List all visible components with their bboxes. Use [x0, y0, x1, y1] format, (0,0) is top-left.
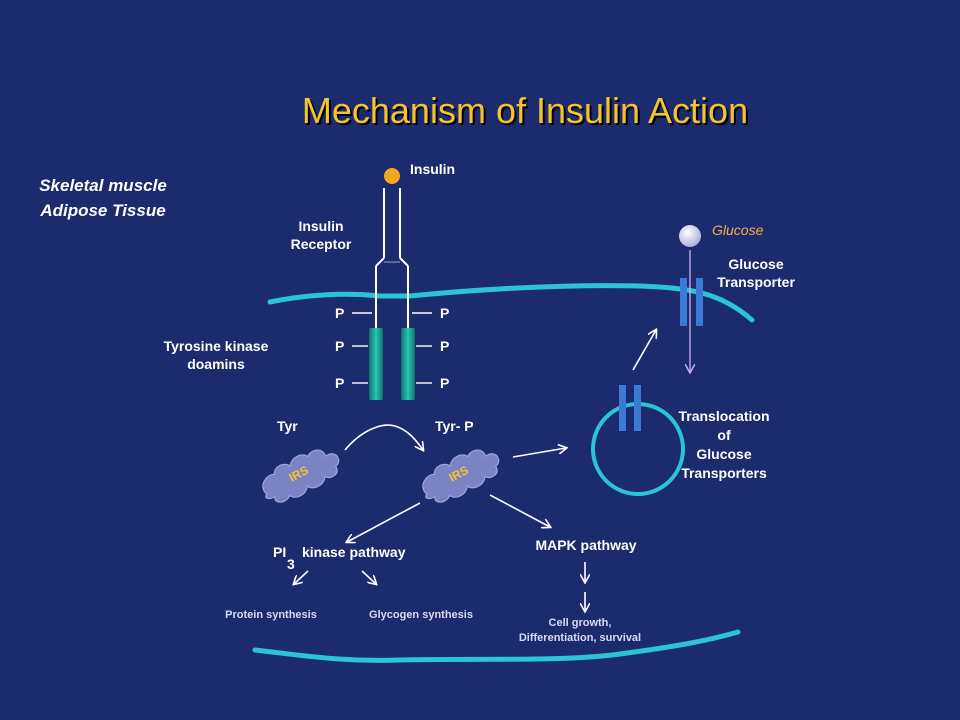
glucose-label: Glucose	[712, 222, 764, 238]
vesicle-transporter-left-bar	[619, 385, 626, 431]
phosphate-label: P	[335, 305, 344, 321]
arrow-to-pi3k	[347, 502, 421, 542]
insulin-label: Insulin	[410, 161, 455, 177]
insulin-receptor-label-line2: Receptor	[291, 236, 352, 252]
phosphate-label: P	[335, 338, 344, 354]
irs-protein-left: IRS	[262, 449, 340, 503]
cell-growth-label-line2: Differentiation, survival	[519, 632, 641, 644]
phosphate-label: P	[335, 375, 344, 391]
protein-synthesis-label: Protein synthesis	[225, 609, 317, 621]
phosphorylation-arrow	[344, 424, 423, 450]
pi3k-label-pathway: kinase pathway	[302, 544, 406, 560]
phosphate-label: P	[440, 338, 449, 354]
translocation-label-line4: Transporters	[681, 465, 767, 481]
tyrosine-kinase-label-line2: doamins	[187, 356, 245, 372]
mapk-pathway-label: MAPK pathway	[535, 537, 636, 553]
glucose-transporter-right-bar	[696, 278, 703, 326]
irs-protein-right: IRS	[422, 449, 500, 503]
cell-growth-label-line1: Cell growth,	[549, 617, 612, 629]
glucose-molecule-icon	[679, 225, 701, 247]
vesicle-transporter-right-bar	[634, 385, 641, 431]
glycogen-synthesis-label: Glycogen synthesis	[369, 609, 473, 621]
arrow-to-mapk	[489, 494, 550, 527]
translocation-label-line3: Glucose	[696, 446, 751, 462]
kinase-domain-left	[369, 328, 383, 400]
tyrosine-kinase-label-line1: Tyrosine kinase	[164, 338, 269, 354]
phosphate-label: P	[440, 375, 449, 391]
pi3k-label-pi: PI	[273, 544, 286, 560]
glucose-transporter-label-line2: Transporter	[717, 274, 795, 290]
tyr-p-label: Tyr- P	[435, 418, 474, 434]
kinase-domain-right	[401, 328, 415, 400]
arrow-to-translocation	[512, 448, 566, 458]
tissue-label-skeletal-muscle: Skeletal muscle	[39, 176, 167, 195]
arrow-to-protein-synthesis	[294, 570, 309, 584]
tissue-label-adipose: Adipose Tissue	[39, 201, 165, 220]
translocation-up-arrow	[632, 330, 656, 371]
glucose-transporter-label-line1: Glucose	[728, 256, 783, 272]
page-title-shadow: Mechanism of Insulin Action	[304, 92, 750, 133]
tyr-label: Tyr	[277, 418, 298, 434]
pi3k-label-subscript: 3	[287, 556, 295, 572]
translocation-label-line2: of	[717, 427, 731, 443]
translocation-label-line1: Translocation	[678, 408, 769, 424]
insulin-molecule-icon	[384, 168, 400, 184]
insulin-receptor-label-line1: Insulin	[298, 218, 343, 234]
glucose-transporter-left-bar	[680, 278, 687, 326]
arrow-to-glycogen-synthesis	[361, 570, 376, 584]
phosphate-label: P	[440, 305, 449, 321]
page-title: Mechanism of Insulin Action	[302, 90, 748, 131]
phosphate-groups: P P P P P P	[335, 305, 449, 391]
cell-membrane-bottom	[252, 629, 741, 663]
